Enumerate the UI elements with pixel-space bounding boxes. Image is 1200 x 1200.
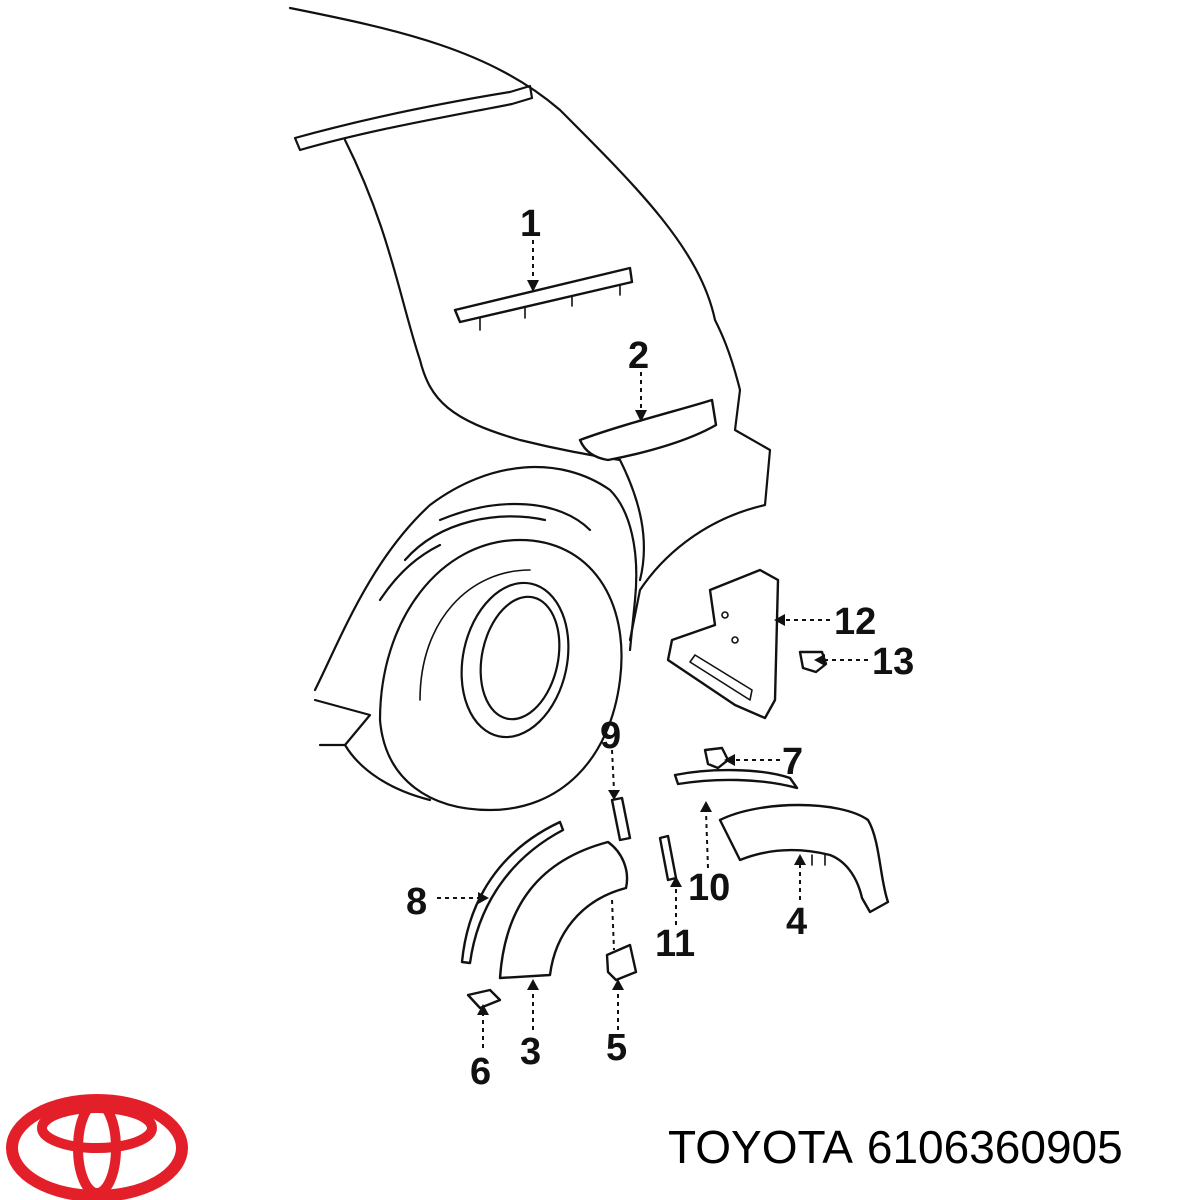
callout-7: 7 bbox=[782, 741, 803, 783]
callout-3: 3 bbox=[520, 1031, 541, 1073]
callout-4: 4 bbox=[786, 901, 807, 943]
part-front-flare bbox=[498, 840, 629, 980]
callout-12: 12 bbox=[834, 601, 876, 643]
wheel bbox=[378, 538, 623, 812]
part-bracket-6 bbox=[466, 988, 502, 1010]
part-strip-9 bbox=[610, 796, 632, 842]
callout-1: 1 bbox=[520, 203, 541, 245]
part-strip-8 bbox=[460, 820, 565, 965]
callout-2: 2 bbox=[628, 335, 649, 377]
vehicle-body-outline bbox=[288, 6, 772, 802]
part-number: 6106360905 bbox=[866, 1121, 1123, 1173]
callout-5: 5 bbox=[606, 1027, 627, 1069]
part-upper-moulding bbox=[453, 266, 634, 331]
callout-labels: 1 2 3 4 5 6 7 8 9 10 11 12 13 bbox=[406, 203, 914, 1093]
part-mudguard bbox=[666, 568, 780, 720]
arrow-heads bbox=[477, 280, 825, 1015]
toyota-logo bbox=[6, 1094, 188, 1200]
callout-9: 9 bbox=[600, 715, 621, 757]
part-clip-7 bbox=[703, 746, 730, 770]
part-bracket-5 bbox=[605, 943, 638, 982]
part-quarter-moulding bbox=[578, 398, 718, 462]
part-strip-11 bbox=[658, 834, 678, 882]
callout-13: 13 bbox=[872, 641, 914, 683]
leader-lines bbox=[437, 240, 868, 1048]
callout-6: 6 bbox=[470, 1051, 491, 1093]
callout-8: 8 bbox=[406, 881, 427, 923]
callout-11: 11 bbox=[655, 923, 695, 965]
part-wheel-strip-10 bbox=[673, 768, 799, 790]
callout-10: 10 bbox=[688, 867, 730, 909]
brand-name: TOYOTA bbox=[668, 1121, 853, 1173]
part-rear-flare bbox=[718, 803, 890, 914]
